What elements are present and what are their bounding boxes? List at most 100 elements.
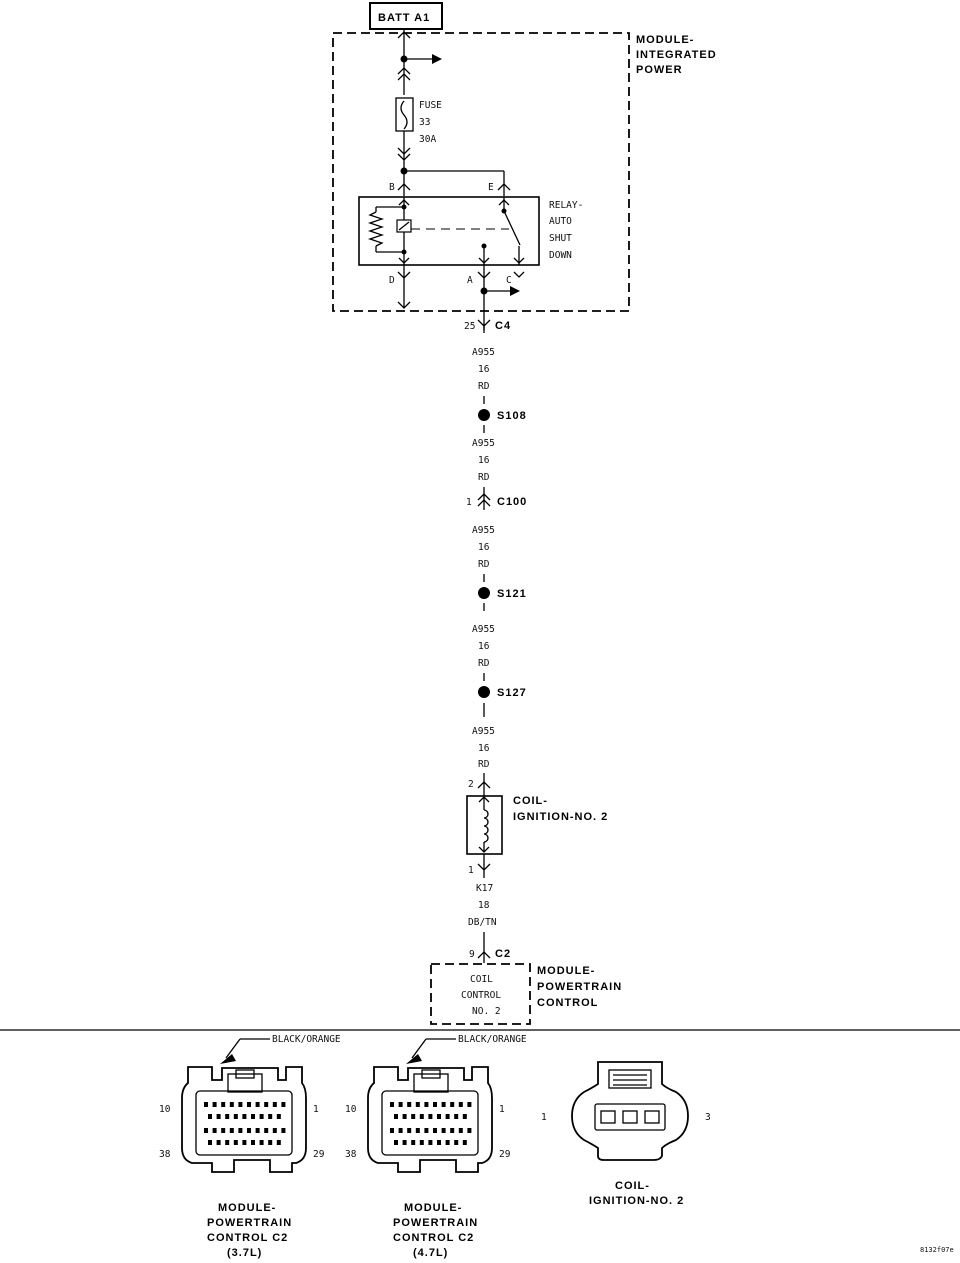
relay-box (358, 196, 540, 266)
pin-cavity (212, 1128, 217, 1133)
pin-cavity (419, 1114, 424, 1119)
pin-cavity (441, 1102, 446, 1107)
splice-s127 (478, 686, 490, 698)
figure-id: 8132f07e (920, 1246, 954, 1254)
batt-a1-box (369, 2, 443, 30)
pin-cavity (238, 1128, 243, 1133)
pin-cavity (259, 1140, 264, 1145)
c4-name: C4 (495, 320, 511, 332)
relay-pin-d: D (389, 275, 395, 286)
relay-pin-a: A (467, 275, 473, 286)
splice-s108 (478, 409, 490, 421)
c100-name: C100 (497, 496, 527, 508)
pin-cavity (276, 1140, 281, 1145)
pin-cavity (204, 1128, 208, 1133)
pin-cavity (445, 1140, 450, 1145)
pin-cavity (411, 1140, 416, 1145)
pin-cavity (390, 1102, 394, 1107)
c4-pin: 25 (464, 321, 475, 332)
wire4-code: A955 (472, 624, 495, 635)
s121-label: S121 (497, 588, 527, 600)
pin-cavity (462, 1140, 467, 1145)
wire4-color: RD (478, 658, 490, 669)
cv2-pin-29: 29 (499, 1149, 511, 1160)
c100-pin: 1 (466, 497, 472, 508)
pin-cavity (212, 1102, 217, 1107)
batt-a1-label: BATT A1 (378, 12, 430, 24)
relay-label-3: SHUT (549, 233, 572, 244)
pin-cavity (221, 1102, 226, 1107)
relay-label-1: RELAY- (549, 200, 583, 211)
ipm-label-2: INTEGRATED (636, 49, 717, 61)
pin-cavity (467, 1102, 472, 1107)
pin-cavity (225, 1140, 230, 1145)
wire3-gauge: 16 (478, 542, 490, 553)
cv2-color-label: BLACK/ORANGE (458, 1034, 527, 1045)
pin-cavity (390, 1128, 394, 1133)
cv1-pin-38: 38 (159, 1149, 171, 1160)
pin-cavity (247, 1102, 251, 1107)
connector-c100 (477, 493, 491, 507)
cv1-pointer-icon (220, 1054, 236, 1064)
pin-cavity (424, 1102, 429, 1107)
fuse-33 (395, 97, 414, 132)
cv2-pin-1: 1 (499, 1104, 505, 1115)
pin-cavity (233, 1114, 238, 1119)
pin-cavity (225, 1114, 230, 1119)
pin-cavity (255, 1102, 260, 1107)
ipm-outline (332, 32, 630, 312)
wire2-code: A955 (472, 438, 495, 449)
pin-cavity (281, 1102, 286, 1107)
pin-cavity (450, 1128, 455, 1133)
pin-cavity (229, 1128, 234, 1133)
cv2-caption-1: MODULE- (404, 1202, 462, 1214)
relay-label-4: DOWN (549, 250, 572, 261)
output-arrow-icon (510, 286, 520, 296)
pin-cavity (216, 1140, 221, 1145)
pin-cavity (268, 1114, 273, 1119)
fuse-label-3: 30A (419, 134, 436, 145)
pin-cavity (394, 1140, 398, 1145)
relay-coil (367, 211, 385, 247)
pcm-circuit-2: CONTROL (461, 990, 501, 1001)
pin-cavity (247, 1128, 251, 1133)
wire4-gauge: 16 (478, 641, 490, 652)
wire1-gauge: 16 (478, 364, 490, 375)
cv1-caption-3: CONTROL C2 (207, 1232, 288, 1244)
cv2-caption-4: (4.7L) (413, 1247, 448, 1259)
pin-cavity (268, 1140, 273, 1145)
connector-view-pcm-c2-47l: BLACK/ORANGE 10 1 38 29 MODULE- POWERTRA… (345, 1034, 527, 1259)
cv2-pin-10: 10 (345, 1104, 357, 1115)
pin-cavity (402, 1114, 407, 1119)
cv3-pin-1: 1 (541, 1112, 547, 1123)
pin-cavity (216, 1114, 221, 1119)
cv1-pin-10: 10 (159, 1104, 171, 1115)
pcm-label-2: POWERTRAIN (537, 981, 622, 993)
relay-pin-b: B (389, 182, 395, 193)
pcm-label-3: CONTROL (537, 997, 598, 1009)
coil-label-2: IGNITION-NO. 2 (513, 811, 608, 823)
pin-cavity (398, 1102, 403, 1107)
ipm-label-3: POWER (636, 64, 683, 76)
splice-s121 (478, 587, 490, 599)
c2-name: C2 (495, 948, 511, 960)
cv2-caption-2: POWERTRAIN (393, 1217, 478, 1229)
cv1-caption-4: (3.7L) (227, 1247, 262, 1259)
pin-cavity (281, 1128, 286, 1133)
wire6-gauge: 18 (478, 900, 490, 911)
connector-view-coil-2: 1 3 COIL- IGNITION-NO. 2 (541, 1061, 711, 1207)
pin-cavity (264, 1102, 269, 1107)
pcm-circuit-1: COIL (470, 974, 493, 985)
cv1-pin-29: 29 (313, 1149, 325, 1160)
pin-cavity (428, 1114, 433, 1119)
wire5-color: RD (478, 759, 490, 770)
relay-switch-arm (503, 210, 521, 246)
wire2-gauge: 16 (478, 455, 490, 466)
relay-pin-c: C (506, 275, 512, 286)
wire5-gauge: 16 (478, 743, 490, 754)
pin-cavity (415, 1128, 420, 1133)
pcm-outline (430, 963, 531, 1025)
wire3-color: RD (478, 559, 490, 570)
pin-cavity (402, 1140, 407, 1145)
cv2-pointer-icon (406, 1054, 422, 1064)
